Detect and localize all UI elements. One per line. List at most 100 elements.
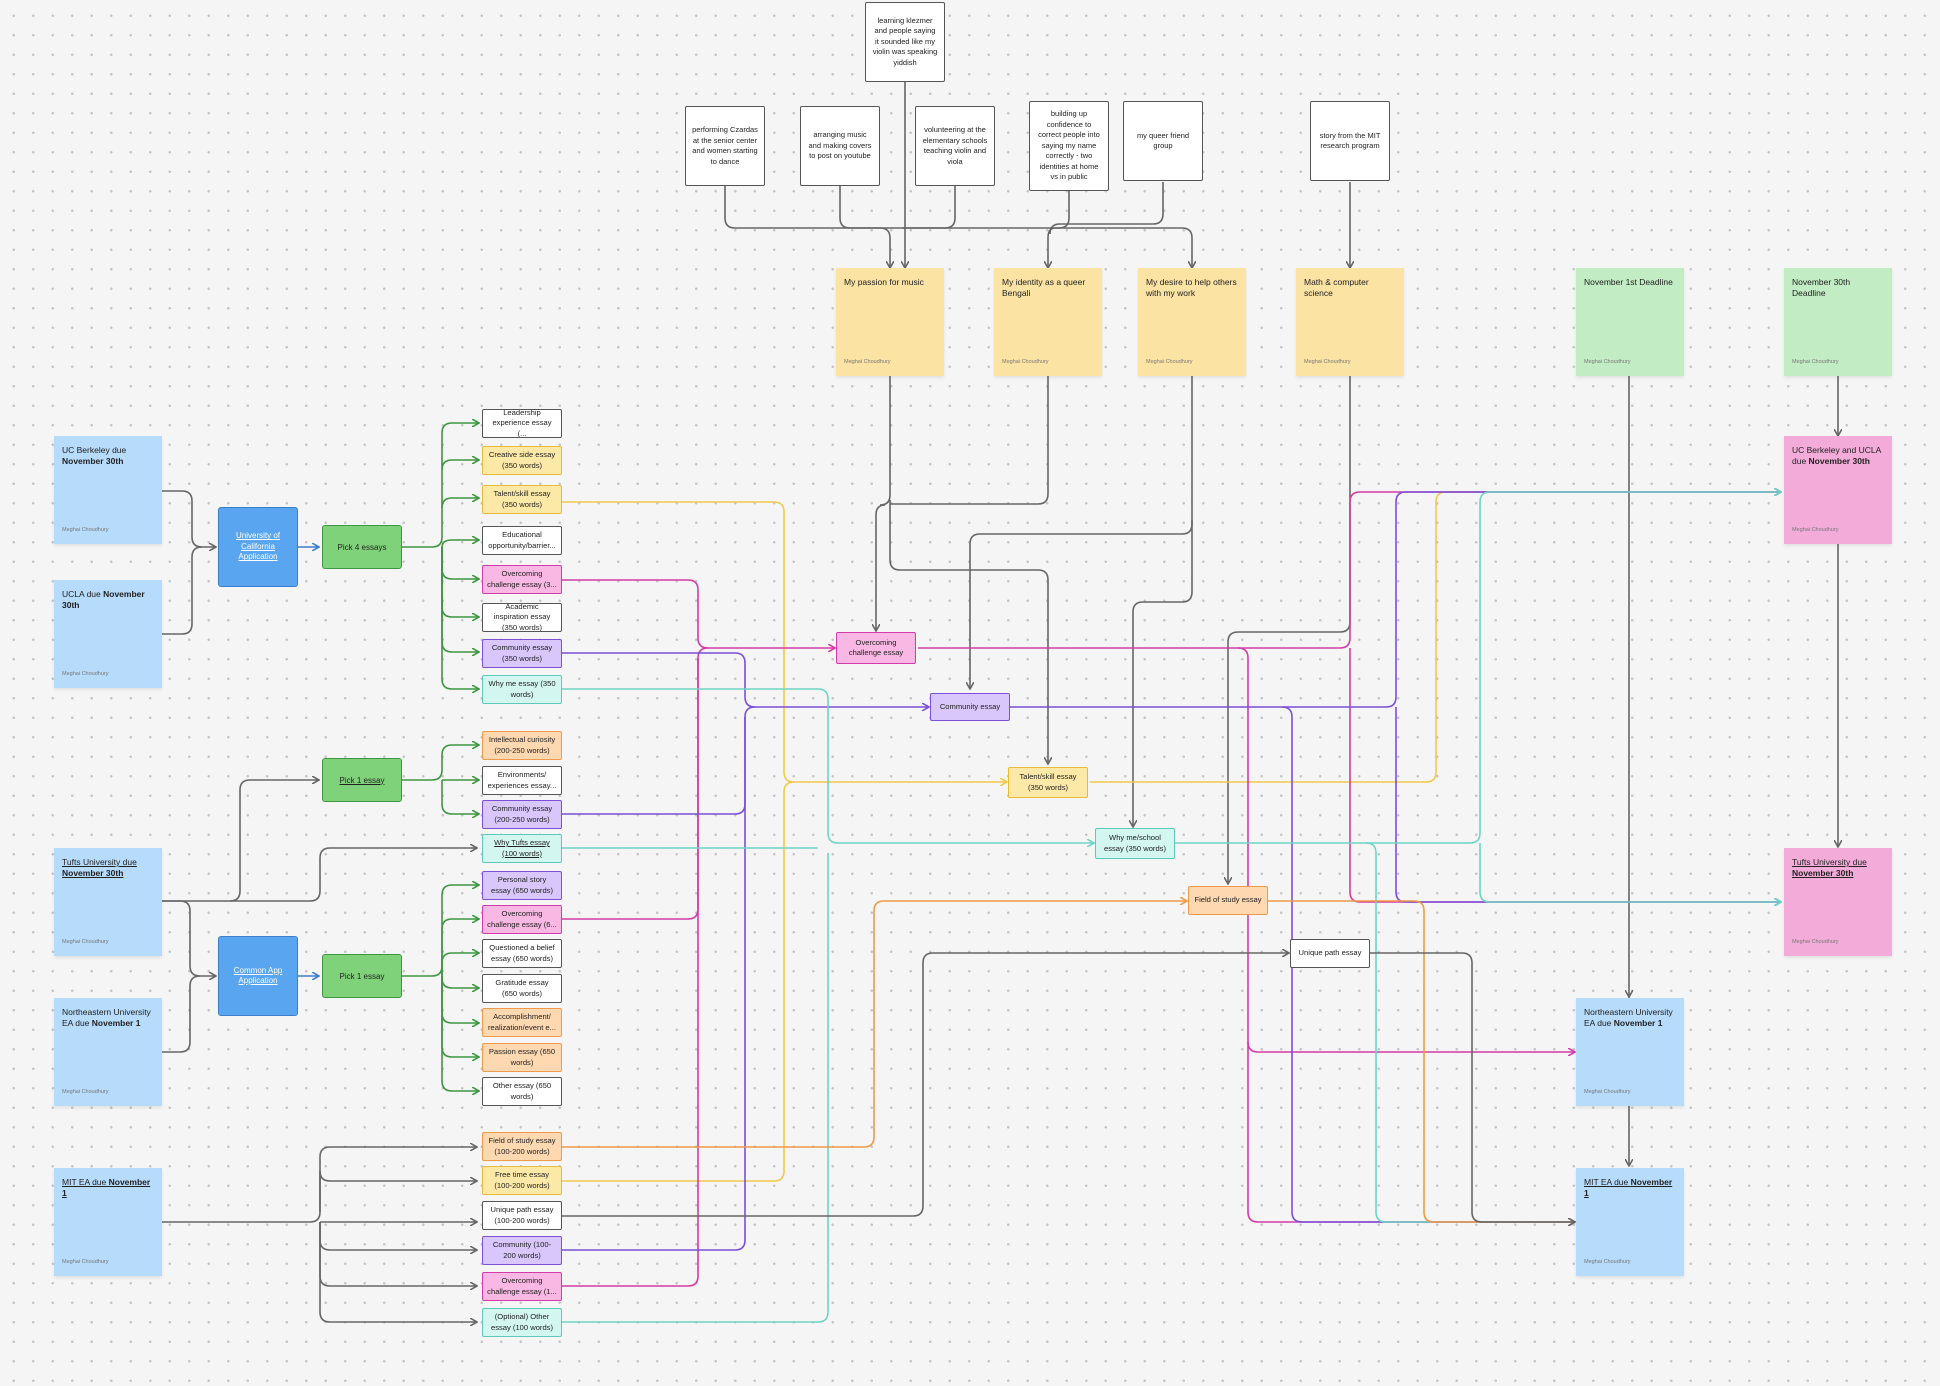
mit-prompt-card[interactable]: Free time essay (100-200 words): [482, 1166, 562, 1195]
school-sticky-mit[interactable]: MIT EA due November 1 Meghai Choudhury: [54, 1168, 162, 1276]
uc-prompt-card[interactable]: Talent/skill essay (350 words): [482, 485, 562, 514]
common-app-node[interactable]: Common App Application: [218, 936, 298, 1016]
school-sticky-northeastern[interactable]: Northeastern University EA due November …: [54, 998, 162, 1106]
sticky-author: Meghai Choudhury: [62, 1089, 109, 1095]
uc-prompt-card[interactable]: Overcoming challenge essay (3...: [482, 565, 562, 594]
prompt-label: Community essay (200-250 words): [491, 804, 553, 824]
prompt-label: Leadership experience essay (...: [492, 409, 552, 438]
prompt-label: Personal story essay (650 words): [490, 875, 554, 895]
school-sticky-uc-berkeley[interactable]: UC Berkeley due November 30th Meghai Cho…: [54, 436, 162, 544]
prompt-label: Community essay (350 words): [491, 643, 553, 663]
sticky-author: Meghai Choudhury: [844, 359, 891, 365]
school-sticky-tufts[interactable]: Tufts University due November 30th Megha…: [54, 848, 162, 956]
community-connectors: [562, 492, 1780, 1251]
mit-prompt-card[interactable]: Overcoming challenge essay (1...: [482, 1272, 562, 1301]
pick-label: Pick 4 essays: [337, 542, 387, 552]
theme-sticky-identity[interactable]: My identity as a queer Bengali Meghai Ch…: [994, 268, 1102, 376]
experience-card[interactable]: learning klezmer and people saying it so…: [865, 2, 945, 82]
sticky-text: Tufts University due November 30th: [1792, 857, 1867, 878]
experience-text: performing Czardas at the senior center …: [692, 125, 758, 166]
sticky-text: UC Berkeley due November 30th: [62, 445, 127, 466]
sticky-text: MIT EA due November 1: [1584, 1177, 1673, 1198]
essay-field-of-study[interactable]: Field of study essay: [1188, 886, 1268, 915]
prompt-label: Overcoming challenge essay (3...: [487, 569, 557, 589]
tufts-prompt-card[interactable]: Intellectual curiosity (200-250 words): [482, 731, 562, 760]
experience-card[interactable]: story from the MIT research program: [1310, 101, 1390, 181]
uc-prompt-card[interactable]: Community essay (350 words): [482, 639, 562, 668]
pick-label: Pick 1 essay: [339, 971, 385, 981]
essay-talent-skill[interactable]: Talent/skill essay (350 words): [1008, 767, 1088, 798]
essay-unique-path[interactable]: Unique path essay: [1290, 939, 1370, 968]
experience-card[interactable]: performing Czardas at the senior center …: [685, 106, 765, 186]
experience-text: learning klezmer and people saying it so…: [872, 15, 938, 67]
theme-sticky-music[interactable]: My passion for music Meghai Choudhury: [836, 268, 944, 376]
essay-label: Community essay: [939, 701, 1001, 711]
sticky-author: Meghai Choudhury: [1002, 359, 1049, 365]
experience-card[interactable]: arranging music and making covers to pos…: [800, 106, 880, 186]
experience-text: volunteering at the elementary schools t…: [922, 125, 988, 166]
challenge-connectors: [562, 492, 1780, 1287]
common-prompt-card[interactable]: Questioned a belief essay (650 words): [482, 939, 562, 968]
experience-card[interactable]: my queer friend group: [1123, 101, 1203, 181]
prompt-label: Overcoming challenge essay (1...: [487, 1276, 557, 1296]
school-sticky-tufts-right[interactable]: Tufts University due November 30th Megha…: [1784, 848, 1892, 956]
mit-prompt-card[interactable]: Unique path essay (100-200 words): [482, 1201, 562, 1230]
prompt-label: Passion essay (650 words): [488, 1047, 556, 1067]
school-sticky-uc-combined[interactable]: UC Berkeley and UCLA due November 30th M…: [1784, 436, 1892, 544]
sticky-author: Meghai Choudhury: [1304, 359, 1351, 365]
uc-prompt-card[interactable]: Why me essay (350 words): [482, 675, 562, 704]
pick-1-essay-tufts-node[interactable]: Pick 1 essay: [322, 758, 402, 802]
sticky-author: Meghai Choudhury: [62, 939, 109, 945]
tufts-prompt-card[interactable]: Why Tufts essay (100 words): [482, 834, 562, 863]
common-prompt-card[interactable]: Accomplishment/ realization/event e...: [482, 1008, 562, 1037]
school-sticky-mit-right[interactable]: MIT EA due November 1 Meghai Choudhury: [1576, 1168, 1684, 1276]
experience-text: story from the MIT research program: [1319, 130, 1381, 151]
common-prompt-card[interactable]: Other essay (650 words): [482, 1077, 562, 1106]
tufts-prompt-card[interactable]: Community essay (200-250 words): [482, 800, 562, 829]
sticky-author: Meghai Choudhury: [1792, 527, 1839, 533]
mit-prompt-card[interactable]: (Optional) Other essay (100 words): [482, 1308, 562, 1337]
common-prompt-card[interactable]: Gratitude essay (650 words): [482, 974, 562, 1003]
prompt-label: Intellectual curiosity (200-250 words): [488, 735, 556, 755]
experience-text: arranging music and making covers to pos…: [808, 130, 872, 161]
mit-prompt-card[interactable]: Community (100-200 words): [482, 1236, 562, 1265]
school-sticky-ucla[interactable]: UCLA due November 30th Meghai Choudhury: [54, 580, 162, 688]
pick-label: Pick 1 essay: [339, 775, 385, 785]
uc-prompt-card[interactable]: Creative side essay (350 words): [482, 446, 562, 475]
sticky-author: Meghai Choudhury: [1146, 359, 1193, 365]
essay-community[interactable]: Community essay: [930, 693, 1010, 721]
experience-card[interactable]: building up confidence to correct people…: [1029, 101, 1109, 191]
sticky-author: Meghai Choudhury: [1792, 359, 1839, 365]
sticky-author: Meghai Choudhury: [1792, 939, 1839, 945]
sticky-author: Meghai Choudhury: [62, 671, 109, 677]
essay-why-school[interactable]: Why me/school essay (350 words): [1095, 828, 1175, 859]
sticky-text: My identity as a queer Bengali: [1002, 277, 1086, 298]
experience-card[interactable]: volunteering at the elementary schools t…: [915, 106, 995, 186]
uc-prompt-card[interactable]: Educational opportunity/barrier...: [482, 526, 562, 555]
uc-prompt-card[interactable]: Leadership experience essay (...: [482, 409, 562, 438]
field-of-study-connectors: [562, 901, 1574, 1222]
essay-overcoming-challenge[interactable]: Overcoming challenge essay: [836, 632, 916, 664]
common-prompt-card[interactable]: Overcoming challenge essay (6...: [482, 905, 562, 934]
school-connectors: [162, 490, 476, 1322]
pick-4-essays-node[interactable]: Pick 4 essays: [322, 525, 402, 569]
deadline-sticky-nov-30[interactable]: November 30th Deadline Meghai Choudhury: [1784, 268, 1892, 376]
sticky-author: Meghai Choudhury: [1584, 1259, 1631, 1265]
deadline-sticky-nov-1[interactable]: November 1st Deadline Meghai Choudhury: [1576, 268, 1684, 376]
prompt-label: Environments/ experiences essay...: [487, 770, 557, 790]
pick-1-essay-common-node[interactable]: Pick 1 essay: [322, 954, 402, 998]
prompt-label: Accomplishment/ realization/event e...: [488, 1012, 556, 1032]
sticky-text: November 30th Deadline: [1792, 277, 1851, 298]
prompt-label: Gratitude essay (650 words): [495, 978, 549, 998]
theme-sticky-math-cs[interactable]: Math & computer science Meghai Choudhury: [1296, 268, 1404, 376]
sticky-text: My desire to help others with my work: [1146, 277, 1237, 298]
common-prompt-card[interactable]: Passion essay (650 words): [482, 1043, 562, 1072]
uc-application-node[interactable]: University of California Application: [218, 507, 298, 587]
tufts-prompt-card[interactable]: Environments/ experiences essay...: [482, 766, 562, 795]
uc-prompt-card[interactable]: Academic inspiration essay (350 words): [482, 603, 562, 632]
theme-sticky-helping[interactable]: My desire to help others with my work Me…: [1138, 268, 1246, 376]
common-prompt-card[interactable]: Personal story essay (650 words): [482, 871, 562, 900]
mit-prompt-card[interactable]: Field of study essay (100-200 words): [482, 1132, 562, 1161]
school-sticky-northeastern-right[interactable]: Northeastern University EA due November …: [1576, 998, 1684, 1106]
